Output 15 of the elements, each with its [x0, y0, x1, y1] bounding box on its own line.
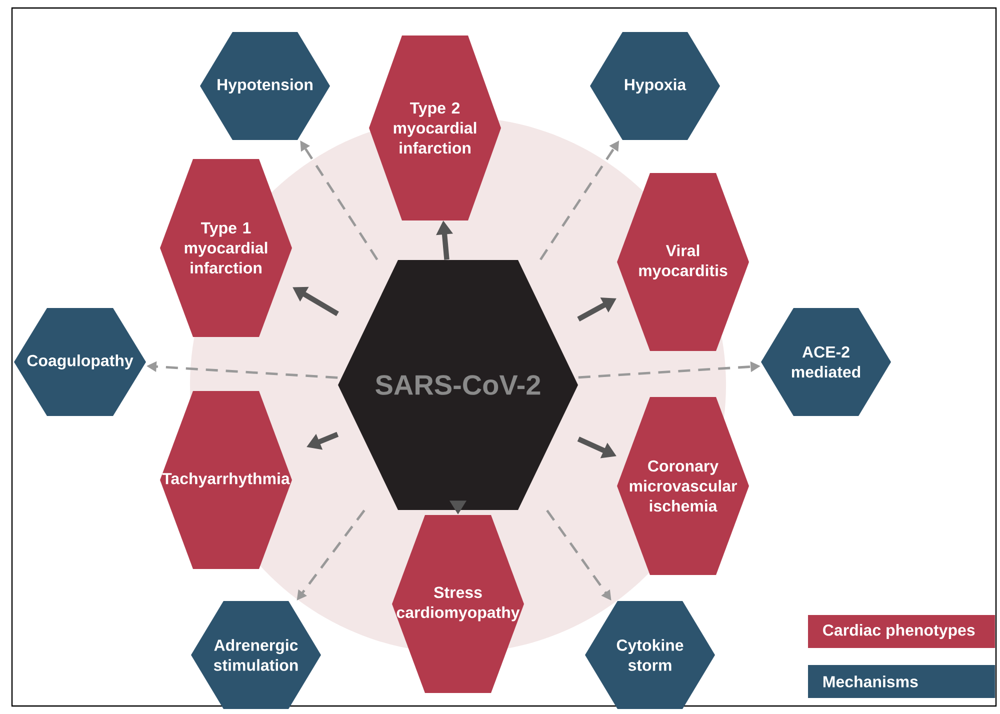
legend-label: Mechanisms: [823, 676, 918, 688]
phenotype-hexagon: Type 1 myocardial infarction: [160, 159, 292, 337]
mechanism-hexagon: ACE-2 mediated: [761, 308, 891, 416]
mechanism-hexagon: Hypoxia: [590, 32, 720, 140]
mechanism-hexagon: Cytokine storm: [585, 601, 715, 709]
phenotype-hexagon: Viral myocarditis: [617, 173, 749, 351]
phenotype-hexagon: Type 2 myocardial infarction: [369, 36, 501, 220]
center-hexagon: SARS-CoV-2: [338, 260, 578, 510]
phenotype-hexagon: Stress cardiomyopathy: [392, 515, 524, 693]
phenotype-hexagon: Tachyarrhythmia: [160, 391, 292, 569]
mechanism-hexagon: Coagulopathy: [14, 308, 146, 416]
mechanism-hexagon: Adrenergic stimulation: [191, 601, 321, 709]
phenotype-hexagon: Coronary microvascular ischemia: [617, 397, 749, 575]
legend-label: Cardiac phenotypes: [823, 624, 975, 639]
mechanism-hexagon: Hypotension: [200, 32, 330, 140]
